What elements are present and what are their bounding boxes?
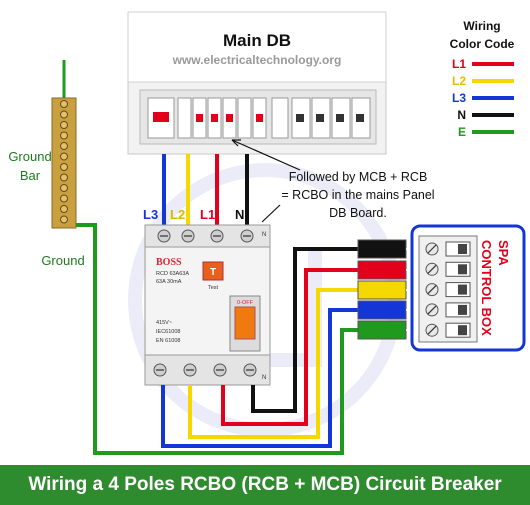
ground-bar-screw [60, 184, 68, 192]
note: Followed by MCB + RCB = RCBO in the main… [281, 170, 434, 220]
spa-title-line1: SPA [496, 240, 511, 266]
ground-bar-screw [60, 215, 68, 224]
label-n: N [235, 207, 244, 222]
footer-title: Wiring a 4 Poles RCBO (RCB + MCB) Circui… [28, 474, 502, 495]
main-db-panel: Main DB www.electricaltechnology.org [127, 11, 387, 155]
note-arrow-bottom [261, 204, 281, 223]
wire-l3-load [161, 308, 358, 448]
wire-l2-load [188, 288, 358, 439]
legend-label-l3: L3 [452, 91, 466, 105]
load-wires [161, 247, 358, 448]
ground-bar: Ground Bar Ground [8, 60, 85, 268]
wire-n-load [251, 247, 358, 413]
rcbo-spec-voltage: 415V~ [156, 320, 172, 326]
spa-control-box: SPA CONTROL BOX [410, 224, 526, 352]
legend-label-n: N [457, 108, 466, 122]
rcbo-brand: BOSS [156, 257, 182, 268]
test-button-label: T [210, 267, 216, 278]
ground-bar-screw [60, 205, 68, 213]
legend-label-e: E [458, 125, 466, 139]
legend-title-line1: Wiring [463, 19, 500, 33]
main-db-title: Main DB [223, 31, 291, 50]
note-line3: DB Board. [329, 206, 387, 220]
label-l2: L2 [170, 207, 185, 222]
ground-bar-label-line2: Bar [20, 168, 41, 183]
ground-bar-screw [60, 163, 68, 171]
main-db-website: www.electricaltechnology.org [172, 53, 342, 67]
test-button[interactable] [202, 261, 224, 281]
legend-label-l2: L2 [452, 74, 466, 88]
rcbo-rating: 63A 30mA [156, 279, 182, 285]
rcbo-spec-std1: IEC61008 [156, 329, 180, 335]
ground-bar-label-line1: Ground [8, 149, 51, 164]
rcbo-spec-std2: EN 61008 [156, 338, 180, 344]
ground-bar-screw [60, 173, 68, 182]
supply-wires [162, 154, 249, 227]
note-line2: = RCBO in the mains Panel [281, 188, 434, 202]
breaker-row [147, 97, 371, 139]
ground-bar-screw [60, 194, 68, 203]
ground-label: Ground [41, 253, 84, 268]
rcbo-toggle-switch[interactable] [234, 306, 256, 340]
rcbo-off-label: 0-OFF [237, 300, 254, 306]
rcbo-bottom-n-label: N [262, 375, 266, 381]
note-line1: Followed by MCB + RCB [289, 170, 428, 184]
rcbo-breaker: N BOSS RCD 63A63A 63A 30mA T Test 0-OFF … [144, 224, 271, 386]
legend-label-l1: L1 [452, 57, 466, 71]
footer-title-banner: Wiring a 4 Poles RCBO (RCB + MCB) Circui… [0, 465, 530, 505]
ground-bar-screw [60, 110, 68, 119]
wire-l1-load [221, 268, 358, 426]
label-l3: L3 [143, 207, 158, 222]
ground-bar-screw [60, 131, 68, 140]
note-arrow-top [231, 139, 301, 171]
ground-bar-screw [60, 121, 68, 129]
test-caption: Test [208, 285, 219, 291]
label-l1: L1 [200, 207, 215, 222]
legend-title-line2: Color Code [450, 37, 515, 51]
ground-bar-screw [60, 152, 68, 161]
wire-earth [76, 223, 358, 455]
rcbo-top-n-mark: N [262, 232, 266, 238]
rcbo-model: RCD 63A63A [156, 271, 189, 277]
ground-bar-screw [60, 142, 68, 150]
spa-title-line2: CONTROL BOX [479, 240, 494, 336]
ground-bar-screw [60, 100, 68, 108]
rcbo-top-labels: L3 L2 L1 N [143, 207, 244, 222]
